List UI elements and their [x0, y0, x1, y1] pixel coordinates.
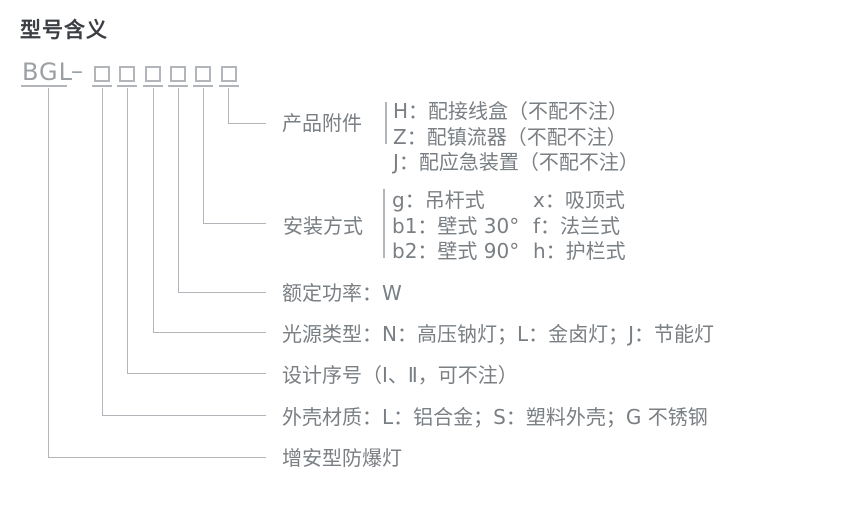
mounting-label: 安装方式 [283, 214, 363, 238]
code-box-underline [168, 85, 188, 87]
code-box-underline [219, 85, 239, 87]
connector-housing-material [102, 88, 266, 416]
mounting-option: b1：壁式 30° [392, 213, 520, 238]
code-box-underline [92, 85, 112, 87]
design-serial-row: 设计序号（Ⅰ、Ⅱ，可不注） [282, 363, 518, 387]
accessory-item: Z：配镇流器（不配不注） [393, 124, 627, 149]
model-code-box [221, 66, 237, 82]
mounting-options-column-2: x：吸顶式 f：法兰式 h：护栏式 [533, 188, 626, 265]
model-code-box [94, 66, 110, 82]
accessory-item: J：配应急装置（不配不注） [393, 150, 639, 174]
light-source-row: 光源类型：N：高压钠灯；L：金卤灯；J：节能灯 [282, 322, 715, 346]
accessory-item: H：配接线盒（不配不注） [393, 99, 629, 123]
mounting-divider-line [383, 189, 385, 258]
mounting-option: g：吊杆式 [392, 188, 485, 212]
accessories-divider-line [385, 102, 387, 144]
model-code-box [119, 66, 135, 82]
connector-light-source [153, 88, 266, 333]
code-box-underline [143, 85, 163, 87]
model-prefix: BGL [22, 58, 74, 86]
model-code-box [170, 66, 186, 82]
model-code-box [145, 66, 161, 82]
code-box-underline [193, 85, 213, 87]
mounting-option: f：法兰式 [533, 213, 621, 238]
accessories-list: H：配接线盒（不配不注） Z：配镇流器（不配不注） J：配应急装置（不配不注） [393, 99, 639, 176]
section-title: 型号含义 [20, 18, 108, 42]
model-separator-dash: – [71, 57, 83, 85]
housing-material-row: 外壳材质：L：铝合金；S：塑料外壳；G 不锈钢 [282, 405, 708, 429]
mounting-option: x：吸顶式 [533, 188, 625, 212]
code-box-underline [117, 85, 137, 87]
prefix-underline [21, 85, 67, 87]
accessories-label: 产品附件 [282, 111, 362, 135]
connector-lamp-type [48, 88, 266, 458]
mounting-option: h：护栏式 [533, 239, 626, 263]
mounting-options-column-1: g：吊杆式 b1：壁式 30° b2：壁式 90° [392, 188, 519, 265]
mounting-option: b2：壁式 90° [392, 239, 520, 263]
connector-mounting [203, 88, 266, 224]
model-code-box [195, 66, 211, 82]
lamp-type-row: 增安型防爆灯 [282, 446, 402, 470]
connector-rated-power [178, 88, 266, 293]
connector-design-serial [127, 88, 266, 374]
connector-accessories [228, 88, 266, 124]
rated-power-row: 额定功率：W [282, 281, 402, 305]
